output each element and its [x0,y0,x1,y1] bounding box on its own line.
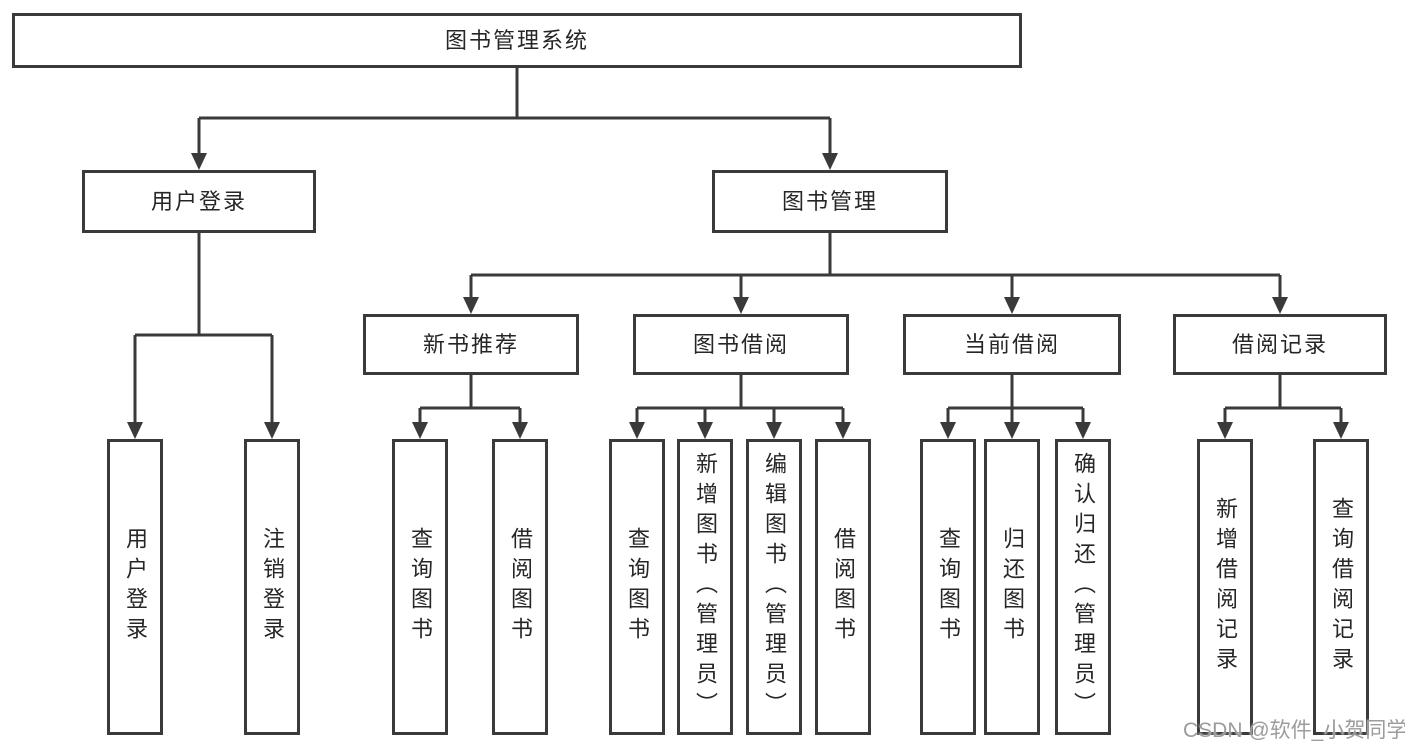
leaf-query-books: 查询图书 [609,439,665,735]
node-label: 当前借阅 [963,331,1060,357]
leaf-query-books: 查询图书 [920,439,976,735]
connector-book-management-to-level3 [463,233,1288,314]
node-root-system: 图书管理系统 [12,13,1022,68]
node-borrow-records: 借阅记录 [1173,314,1387,375]
connector-new-book-recommend-to-leaves [412,375,528,439]
node-label: 归还图书 [1000,527,1025,647]
arrowhead-icon [766,422,782,439]
node-label: 借阅记录 [1231,331,1328,357]
arrowhead-icon [629,422,645,439]
node-current-borrow: 当前借阅 [903,314,1121,375]
node-label: 用户登录 [150,188,247,214]
node-user-login: 用户登录 [82,170,316,233]
arrowhead-icon [697,422,713,439]
node-label: 用户登录 [123,527,148,647]
leaf-return-books: 归还图书 [984,439,1040,735]
node-label: 查询图书 [936,527,961,647]
node-book-borrow: 图书借阅 [633,314,849,375]
arrowhead-icon [835,422,851,439]
arrowhead-icon [463,297,479,314]
node-label: 新增图书（管理员） [693,452,718,722]
arrowhead-icon [1217,422,1233,439]
leaf-add-borrow-record: 新增借阅记录 [1197,439,1253,735]
arrowhead-icon [1004,297,1020,314]
leaf-edit-books-admin: 编辑图书（管理员） [746,439,802,735]
connector-root-to-level2 [191,68,838,170]
connector-current-borrow-to-leaves [940,375,1091,439]
leaf-logout-login: 注销登录 [244,439,300,735]
node-label: 借阅图书 [831,527,856,647]
arrowhead-icon [264,422,280,439]
node-book-management: 图书管理 [712,170,948,233]
arrowhead-icon [191,153,207,170]
node-label: 查询图书 [408,527,433,647]
leaf-borrow-books: 借阅图书 [492,439,548,735]
node-label: 借阅图书 [508,527,533,647]
node-label: 编辑图书（管理员） [762,452,787,722]
leaf-query-borrow-record: 查询借阅记录 [1313,439,1369,735]
arrowhead-icon [940,422,956,439]
connector-borrow-records-to-leaves [1217,375,1349,439]
arrowhead-icon [733,297,749,314]
arrowhead-icon [512,422,528,439]
node-label: 查询借阅记录 [1329,497,1354,677]
watermark: CSDN @软件_小贺同学 [1183,719,1405,742]
arrowhead-icon [127,422,143,439]
arrowhead-icon [822,153,838,170]
arrowhead-icon [1075,422,1091,439]
arrowhead-icon [1272,297,1288,314]
node-label: 新书推荐 [422,331,519,357]
node-new-book-recommend: 新书推荐 [363,314,579,375]
arrowhead-icon [1333,422,1349,439]
connector-book-borrow-to-leaves [629,375,851,439]
node-label: 注销登录 [260,527,285,647]
node-label: 查询图书 [625,527,650,647]
arrowhead-icon [1004,422,1020,439]
node-label: 确认归还（管理员） [1071,452,1096,722]
node-label: 图书管理系统 [444,27,589,53]
node-label: 新增借阅记录 [1213,497,1238,677]
leaf-user-login: 用户登录 [107,439,163,735]
leaf-borrow-books: 借阅图书 [815,439,871,735]
leaf-confirm-return-admin: 确认归还（管理员） [1055,439,1111,735]
arrowhead-icon [412,422,428,439]
node-label: 图书借阅 [692,331,789,357]
leaf-query-books: 查询图书 [392,439,448,735]
connector-user-login-to-leaves [127,233,280,439]
node-label: 图书管理 [781,188,878,214]
leaf-add-books-admin: 新增图书（管理员） [677,439,733,735]
